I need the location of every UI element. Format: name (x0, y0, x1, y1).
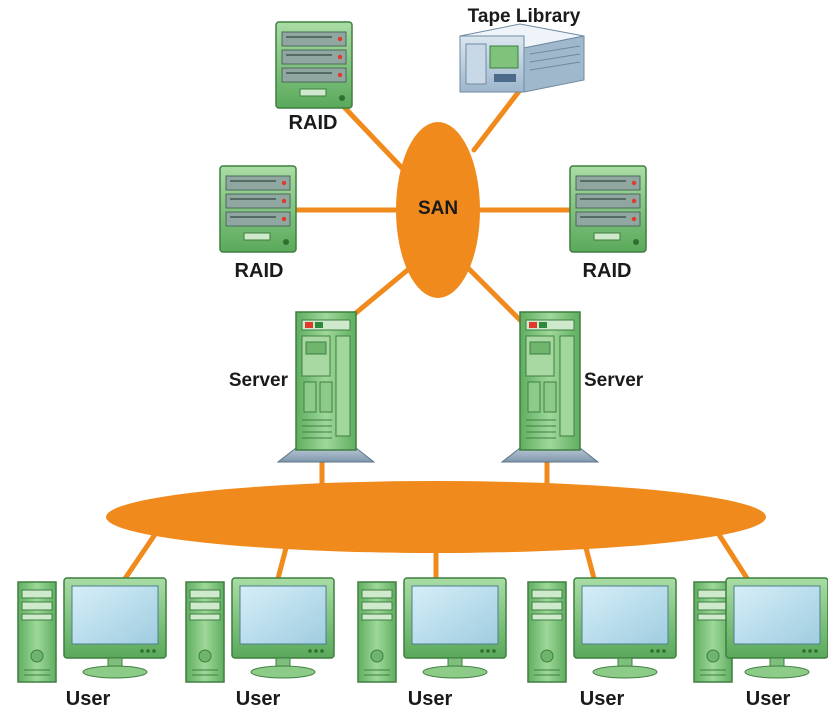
user-label-3: User (407, 688, 453, 710)
raid-storage-icon (275, 21, 353, 109)
user-workstation-1 (17, 577, 167, 683)
link-user-1 (117, 527, 161, 589)
server-right-label: Server (584, 370, 644, 391)
desktop-workstation-icon (527, 581, 567, 683)
user-label-2: User (235, 688, 281, 710)
san-label: SAN (417, 198, 459, 219)
user-workstation-4 (527, 577, 677, 683)
monitor-icon (725, 577, 828, 679)
raid-storage-icon (569, 165, 647, 253)
monitor-icon (231, 577, 335, 679)
user-label-5: User (745, 688, 791, 710)
san-links (117, 87, 755, 589)
monitor-icon (573, 577, 677, 679)
monitor-icon (403, 577, 507, 679)
server-left-label: Server (228, 370, 288, 391)
raid-left-label: RAID (234, 260, 284, 282)
monitor-icon (63, 577, 167, 679)
user-workstation-3 (357, 577, 507, 683)
tower-server-icon (277, 311, 375, 463)
link-user-5 (713, 527, 755, 589)
desktop-workstation-icon (17, 581, 57, 683)
san-cloud (396, 122, 480, 298)
desktop-workstation-icon (357, 581, 397, 683)
tape-library-label: Tape Library (467, 6, 581, 27)
lan-network (106, 481, 766, 553)
user-label-1: User (65, 688, 111, 710)
user-workstation-5 (693, 577, 828, 683)
raid-top-label: RAID (288, 112, 338, 134)
link-server-right-san (465, 265, 525, 325)
user-workstation-2 (185, 577, 335, 683)
raid-storage-icon (219, 165, 297, 253)
desktop-workstation-icon (185, 581, 225, 683)
link-raid-top-san (342, 105, 405, 171)
tape-library-icon (459, 23, 585, 93)
user-label-4: User (579, 688, 625, 710)
raid-right-label: RAID (582, 260, 632, 282)
link-tape-san (471, 87, 523, 153)
